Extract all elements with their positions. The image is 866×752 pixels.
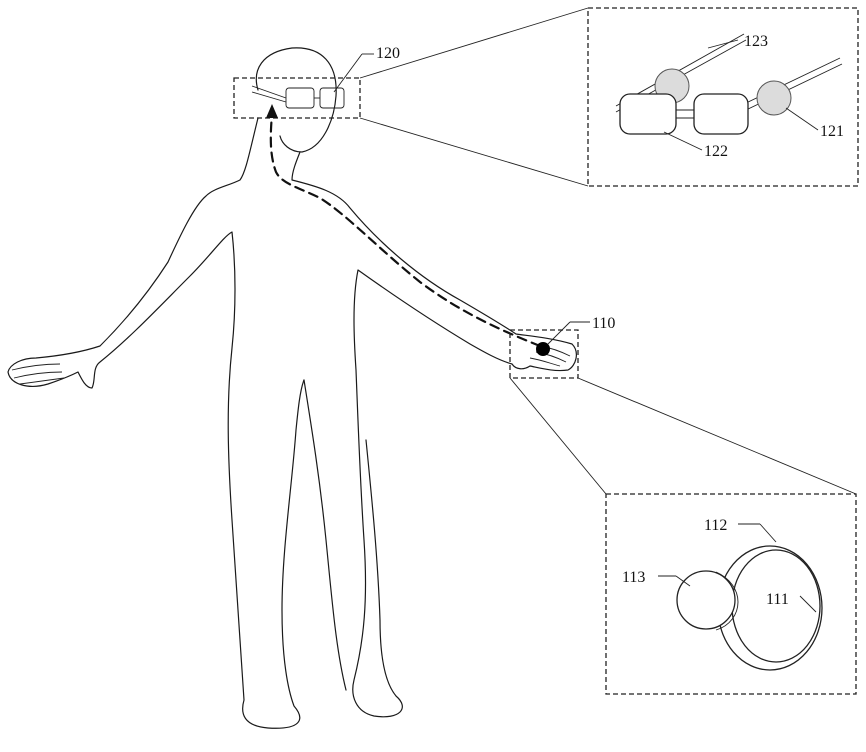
label-112: 112 xyxy=(704,517,727,534)
sensor-113 xyxy=(677,571,735,629)
signal-arrowhead xyxy=(266,104,278,118)
glasses-on-head xyxy=(252,86,344,108)
inner-leg-outline xyxy=(304,380,346,690)
label-123: 123 xyxy=(744,33,768,50)
device-detail-inset: 112 111 113 xyxy=(606,494,856,694)
glasses-zoom-box xyxy=(234,78,360,118)
head-outline xyxy=(256,48,336,152)
label-121: 121 xyxy=(820,123,844,140)
body-right-outline xyxy=(292,152,576,717)
label-120: 120 xyxy=(376,45,400,62)
label-110: 110 xyxy=(592,315,615,332)
human-figure xyxy=(8,48,576,728)
lens-right xyxy=(694,94,748,134)
sensor-121-circle xyxy=(757,81,791,115)
wearable-device-110 xyxy=(536,342,550,356)
glasses-detail-inset: 123 121 122 xyxy=(588,8,858,186)
label-111: 111 xyxy=(766,591,789,608)
label-122: 122 xyxy=(704,143,728,160)
lens-122 xyxy=(620,94,676,134)
body-left-outline xyxy=(8,118,304,728)
label-113: 113 xyxy=(622,569,645,586)
